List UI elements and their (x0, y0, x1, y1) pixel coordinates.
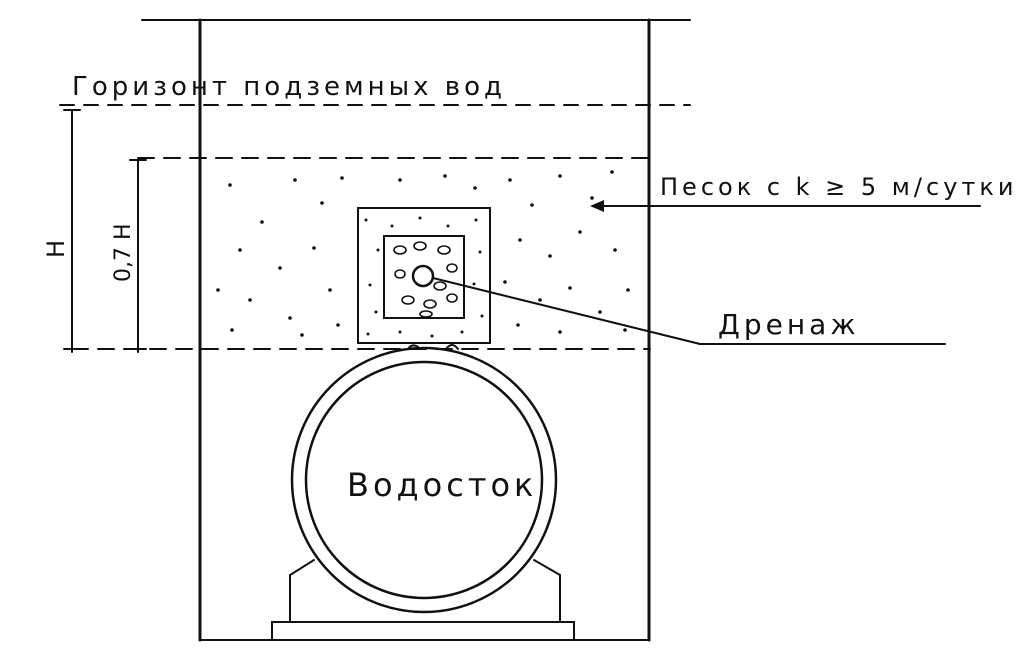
groundwater-label: Горизонт подземных вод (72, 72, 506, 102)
sand-callout: Песок с k ≥ 5 м/сутки (590, 173, 1017, 212)
culvert-label: Водосток (347, 466, 537, 504)
dimension-h-label: H (42, 240, 70, 258)
sand-layer-lines (71, 157, 651, 350)
sand-fill (216, 170, 630, 337)
filter-gravel (393, 241, 458, 318)
culvert: Водосток (271, 344, 575, 641)
filter-sand-dots (364, 216, 484, 338)
drain-callout: Дренаж (432, 277, 946, 345)
dimension-07h-label: 0,7 H (111, 223, 136, 282)
drain-pipe (411, 264, 435, 288)
dimension-h: H (42, 109, 81, 353)
drain-label: Дренаж (718, 308, 860, 341)
drain-filter (357, 207, 491, 344)
trench (141, 18, 691, 642)
dimension-07h: 0,7 H (111, 159, 147, 353)
sand-label: Песок с k ≥ 5 м/сутки (660, 173, 1017, 201)
groundwater-horizon: Горизонт подземных вод (59, 72, 691, 106)
